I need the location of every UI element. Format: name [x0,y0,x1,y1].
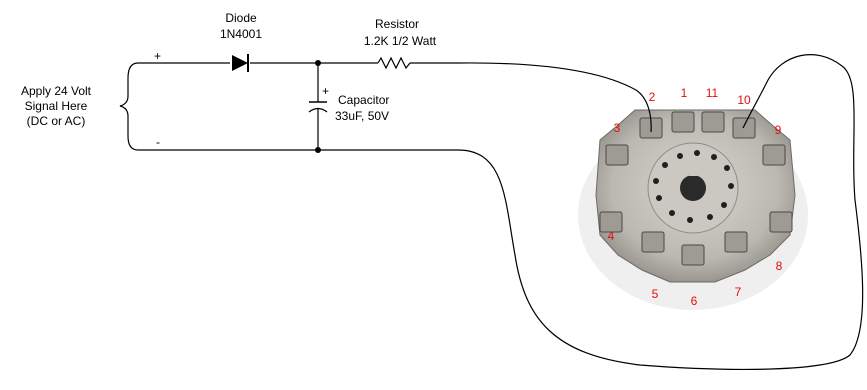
diode-name: Diode [225,11,257,25]
pin-label-11: 11 [706,86,719,100]
input-label-line2: Signal Here [25,99,88,113]
pin-label-4: 4 [608,229,615,243]
pin-labels: 2 1 11 10 3 9 4 8 5 6 7 [608,86,783,308]
pin-label-6: 6 [691,294,698,308]
pin-label-9: 9 [775,123,782,137]
input-brace [119,62,139,151]
input-label-line3: (DC or AC) [27,114,86,128]
relay-socket [578,109,808,310]
pin-label-10: 10 [737,93,751,107]
wire-to-pin-2 [457,62,652,133]
capacitor-value: 33uF, 50V [335,109,389,123]
pin-label-1: 1 [681,86,688,100]
capacitor-polarity: + [322,84,329,98]
resistor-value: 1.2K 1/2 Watt [364,34,437,48]
input-label-line1: Apply 24 Volt [21,84,92,98]
capacitor-symbol [308,63,328,150]
pin-label-2: 2 [649,90,656,104]
pin-label-7: 7 [735,285,742,299]
resistor-name: Resistor [375,17,419,31]
pin-label-8: 8 [776,259,783,273]
pin-label-3: 3 [614,121,621,135]
capacitor-name: Capacitor [338,93,389,107]
pin-label-5: 5 [652,287,659,301]
resistor-symbol [377,56,411,70]
plus-terminal-label: + [154,49,161,63]
diode-symbol [232,54,249,72]
diode-part: 1N4001 [220,27,262,41]
minus-terminal-label: - [156,135,160,149]
wire-to-pin-10 [457,54,864,370]
